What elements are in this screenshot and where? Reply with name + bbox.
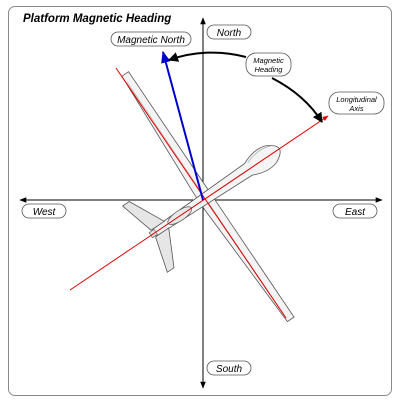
south-label: South — [206, 360, 252, 376]
magnetic-heading-arc-lower — [271, 77, 323, 123]
magnetic-heading-arc — [168, 51, 247, 62]
west-label: West — [21, 203, 67, 219]
magnetic-heading-label-line2: Heading — [255, 65, 284, 74]
north-label-text: North — [217, 28, 242, 39]
magnetic-north-label-text: Magnetic North — [117, 35, 185, 46]
magnetic-north-label: Magnetic North — [110, 31, 192, 47]
south-label-text: South — [216, 364, 243, 375]
longitudinal-axis-label: Longitudinal Axis — [328, 91, 385, 115]
diagram-title: Platform Magnetic Heading — [23, 13, 172, 25]
longitudinal-axis-label-line1: Longitudinal — [336, 95, 377, 104]
north-label: North — [206, 24, 252, 40]
west-label-text: West — [33, 207, 57, 218]
east-label-text: East — [345, 207, 366, 218]
magnetic-north-arrow — [161, 50, 204, 201]
magnetic-heading-label: Magnetic Heading — [245, 52, 292, 77]
east-label: East — [332, 203, 378, 219]
magnetic-heading-label-line1: Magnetic — [253, 56, 284, 65]
longitudinal-axis-line — [69, 115, 329, 291]
longitudinal-axis-label-line2: Axis — [348, 104, 363, 113]
